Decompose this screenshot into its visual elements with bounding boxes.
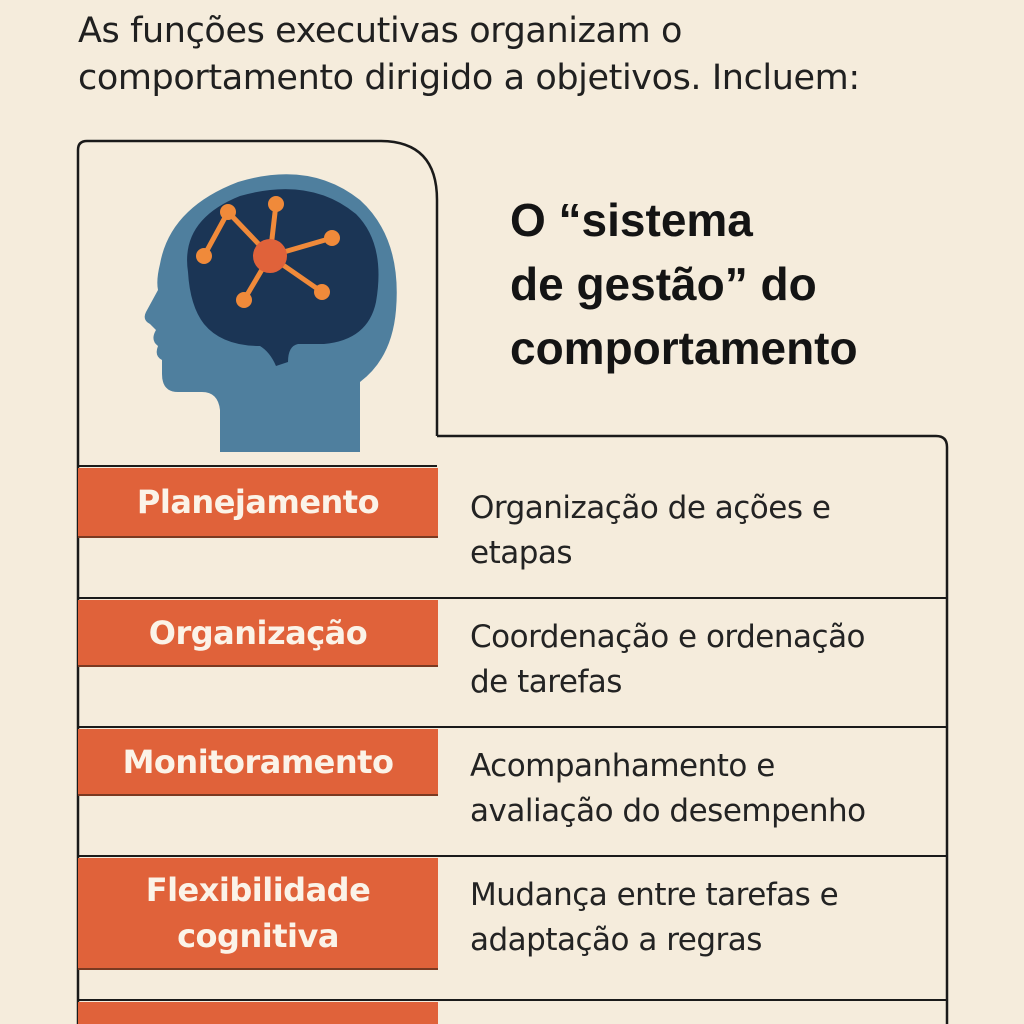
heading-line-3: comportamento: [510, 322, 858, 374]
row-desc-line-1: Acompanhamento e: [470, 748, 775, 784]
row-label: Monitoramento: [78, 729, 438, 796]
heading-line-1: O “sistema: [510, 194, 753, 246]
row-desc-line-1: Organização de ações e: [470, 490, 831, 526]
row-desc-line-2: avaliação do desempenho: [470, 793, 866, 829]
row-desc-line-2: de tarefas: [470, 664, 622, 700]
table-outline: [437, 434, 949, 1024]
row-label: Organização: [78, 600, 438, 667]
head-with-brain-network-icon: [144, 174, 397, 452]
intro-line-1: As funções executivas organizam o: [78, 11, 683, 51]
row-label: Flexibilidade cognitiva: [78, 858, 438, 970]
diagram-heading: O “sistema de gestão” do comportamento: [510, 188, 990, 380]
row-label-text: Organização: [148, 613, 368, 652]
row-desc-line-1: Mudança entre tarefas e: [470, 877, 839, 913]
row-label-partial: [78, 1002, 438, 1024]
row-description: Coordenação e ordenação de tarefas: [470, 605, 940, 705]
row-desc-line-2: etapas: [470, 535, 573, 571]
row-description: Mudança entre tarefas e adaptação a regr…: [470, 863, 940, 963]
row-label-text: Flexibilidade: [145, 871, 371, 909]
row-description: Organização de ações e etapas: [470, 476, 940, 576]
row-desc-line-1: Coordenação e ordenação: [470, 619, 866, 655]
row-label: Planejamento: [78, 468, 438, 538]
intro-text: As funções executivas organizam o compor…: [78, 8, 978, 102]
row-label-text-2: cognitiva: [177, 917, 339, 955]
row-label-text: Planejamento: [136, 483, 380, 521]
intro-line-2: comportamento dirigido a objetivos. Incl…: [78, 58, 860, 98]
row-label-text: Monitoramento: [122, 742, 394, 781]
heading-line-2: de gestão” do: [510, 258, 817, 310]
image-box-outline: [76, 139, 439, 1024]
network-nodes: [196, 196, 340, 308]
row-desc-line-2: adaptação a regras: [470, 922, 762, 958]
row-description: Acompanhamento e avaliação do desempenho: [470, 734, 940, 834]
